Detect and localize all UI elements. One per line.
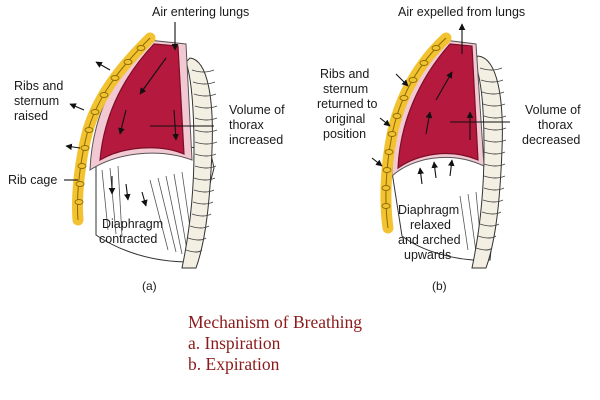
panel-b-lung [397, 43, 479, 170]
panel-a-inspiration: Air entering lungs Ribs and sternum rais… [8, 5, 285, 293]
svg-text:increased: increased [229, 133, 283, 147]
svg-text:sternum: sternum [14, 94, 59, 108]
panel-b-spine [471, 55, 507, 269]
svg-text:thorax: thorax [229, 118, 264, 132]
panel-a-volume-label: Volume of thorax increased [229, 103, 285, 147]
caption-title: Mechanism of Breathing [188, 312, 362, 332]
panel-b-diaphragm-label: Diaphragm relaxed and arched upwards [398, 203, 461, 262]
svg-text:upwards: upwards [404, 248, 451, 262]
svg-text:returned to: returned to [317, 97, 378, 111]
svg-text:raised: raised [14, 109, 48, 123]
panel-a-top-label: Air entering lungs [152, 5, 249, 19]
panel-b-rib-cage [380, 32, 452, 234]
svg-text:relaxed: relaxed [410, 218, 451, 232]
panel-b-expiration: Air expelled from lungs Ribs and sternum… [317, 5, 581, 293]
svg-text:decreased: decreased [522, 133, 580, 147]
panel-a-diaphragm-hatching [101, 165, 195, 257]
panel-a-letter: (a) [142, 279, 157, 293]
svg-text:thorax: thorax [538, 118, 573, 132]
panel-b-letter: (b) [432, 279, 447, 293]
panel-a-ribs-label: Ribs and sternum raised [14, 79, 63, 123]
svg-text:and arched: and arched [398, 233, 461, 247]
svg-text:Diaphragm: Diaphragm [398, 203, 459, 217]
panel-a-ribcage-label: Rib cage [8, 173, 57, 187]
panel-b-volume-label: Volume of thorax decreased [522, 103, 581, 147]
svg-text:Diaphragm: Diaphragm [102, 217, 163, 231]
caption-line-b: b. Expiration [188, 354, 280, 374]
panel-a-arrows [64, 22, 214, 207]
svg-text:position: position [323, 127, 366, 141]
figure-caption: Mechanism of Breathing a. Inspiration b.… [188, 312, 362, 375]
panel-b-top-label: Air expelled from lungs [398, 5, 525, 19]
svg-text:original: original [325, 112, 365, 126]
svg-text:sternum: sternum [323, 82, 368, 96]
panel-a-rib-cage [72, 32, 156, 226]
svg-text:contracted: contracted [99, 232, 157, 246]
svg-text:Ribs and: Ribs and [14, 79, 63, 93]
svg-text:Volume of: Volume of [229, 103, 285, 117]
panel-a-diaphragm-label: Diaphragm contracted [99, 217, 163, 246]
panel-b-ribs-label: Ribs and sternum returned to original po… [317, 67, 378, 141]
svg-text:Ribs and: Ribs and [320, 67, 369, 81]
caption-line-a: a. Inspiration [188, 333, 281, 353]
panel-a-spine [181, 57, 218, 269]
panel-b-arrows [371, 23, 510, 185]
svg-text:Volume of: Volume of [525, 103, 581, 117]
